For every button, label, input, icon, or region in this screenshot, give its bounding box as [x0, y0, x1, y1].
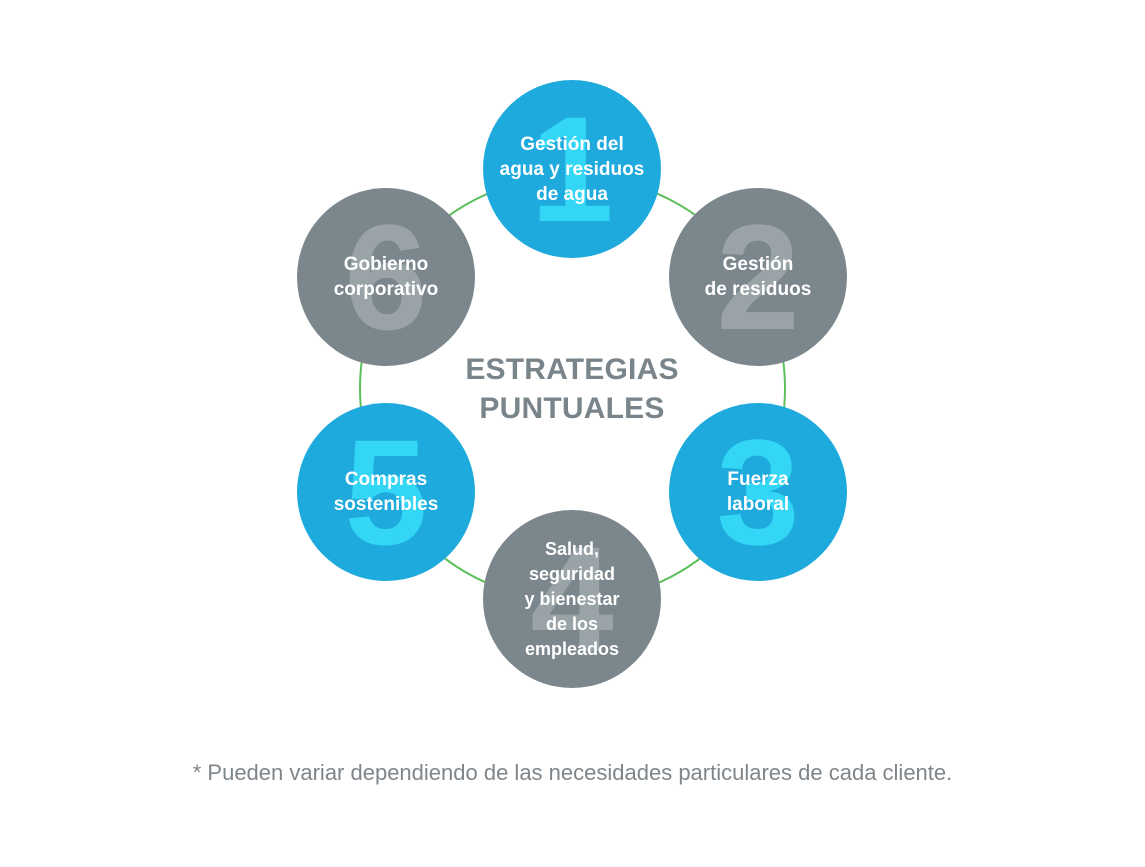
center-title-line-2: PUNTUALES [479, 392, 665, 425]
node-number: 3 [716, 408, 800, 576]
node-label: Compras sostenibles [297, 403, 475, 581]
node-label: Gestión del agua y residuos de agua [483, 80, 661, 258]
node-4-health-safety: 4 Salud, seguridad y bienestar de los em… [483, 510, 661, 688]
node-label-line: Gestión [722, 254, 794, 275]
center-title-line-1: ESTRATEGIAS [465, 353, 679, 386]
node-number: 6 [344, 193, 428, 361]
node-label-line: Gobierno [343, 254, 429, 275]
node-3-workforce: 3 Fuerza laboral [669, 403, 847, 581]
node-label-line: seguridad [528, 563, 616, 584]
node-1-water-management: 1 Gestión del agua y residuos de agua [483, 80, 661, 258]
node-label: Salud, seguridad y bienestar de los empl… [483, 510, 661, 688]
node-label-line: de residuos [704, 279, 812, 300]
node-label: Gobierno corporativo [297, 188, 475, 366]
node-number: 5 [344, 408, 428, 576]
node-number: 1 [530, 85, 614, 253]
node-label-line: Salud, [544, 538, 599, 559]
node-label-line: Fuerza [727, 469, 789, 490]
node-number: 4 [530, 515, 614, 683]
node-label-line: de los [545, 613, 598, 634]
node-label-line: empleados [524, 638, 620, 659]
node-label-line: sostenibles [333, 494, 439, 515]
node-5-sustainable-purchasing: 5 Compras sostenibles [297, 403, 475, 581]
node-2-waste-management: 2 Gestión de residuos [669, 188, 847, 366]
node-label: Fuerza laboral [669, 403, 847, 581]
node-label-line: laboral [726, 494, 790, 515]
node-label: Gestión de residuos [669, 188, 847, 366]
node-label-line: Gestión del [520, 133, 624, 155]
footnote: * Pueden variar dependiendo de las neces… [192, 760, 953, 785]
center-title: ESTRATEGIAS PUNTUALES [422, 350, 722, 428]
node-label-line: Compras [344, 469, 428, 490]
node-number: 2 [716, 193, 800, 361]
node-label-line: agua y residuos [499, 158, 645, 180]
node-label-line: corporativo [333, 279, 439, 300]
node-6-corporate-governance: 6 Gobierno corporativo [297, 188, 475, 366]
node-label-line: y bienestar [524, 588, 620, 609]
node-label-line: de agua [536, 183, 608, 205]
